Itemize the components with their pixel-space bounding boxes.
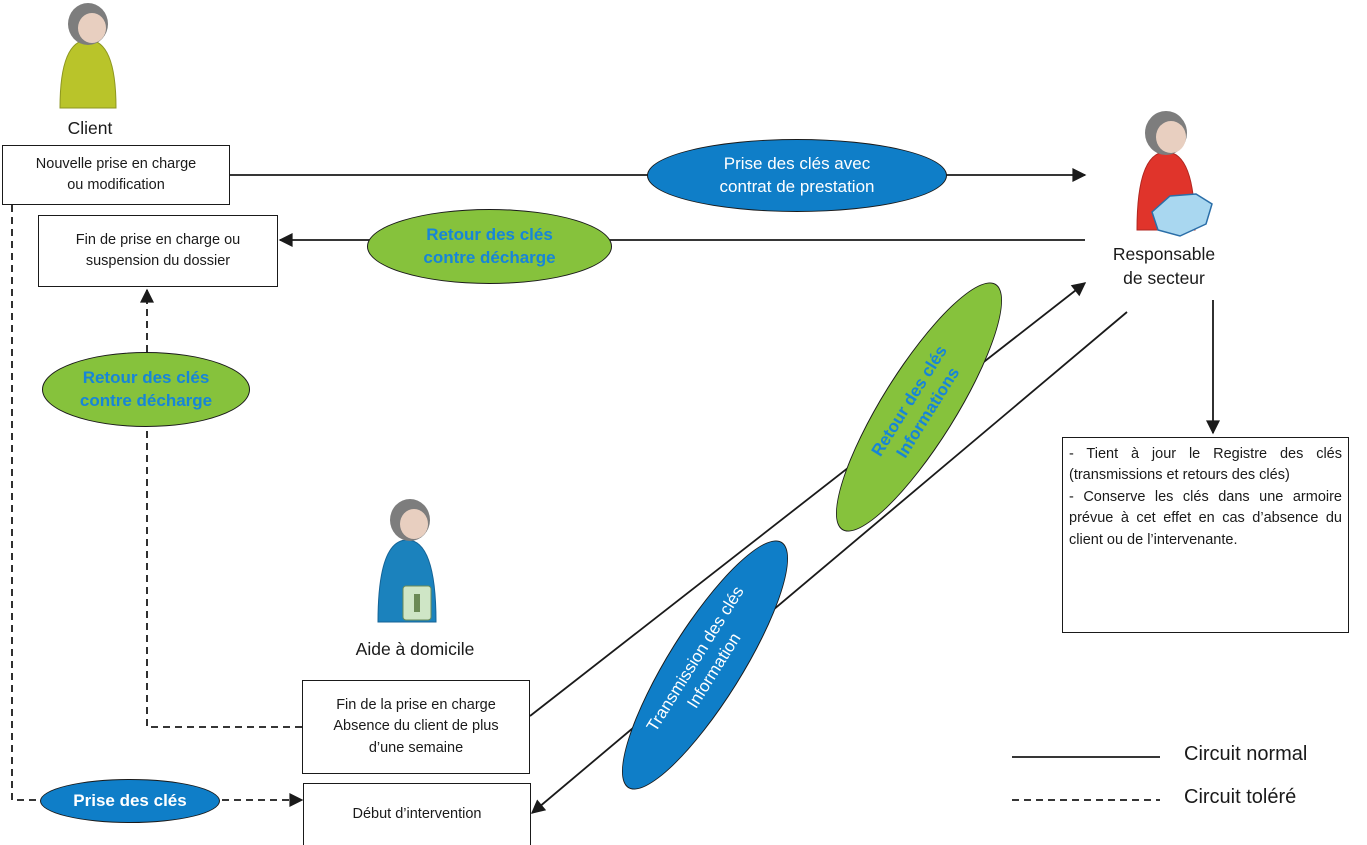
aide-label: Aide à domicile bbox=[355, 639, 475, 659]
line-fin-to-responsable bbox=[529, 282, 1087, 717]
responsable-label: Responsable de secteur bbox=[1112, 244, 1216, 288]
aide-figure-icon bbox=[377, 499, 437, 623]
nouvelle-prise-box: Nouvelle prise en charge ou modification bbox=[2, 145, 230, 205]
fin-la-prise-box: Fin de la prise en charge Absence du cli… bbox=[302, 680, 530, 774]
client-label: Client bbox=[67, 118, 113, 138]
fin-prise-box: Fin de prise en charge ou suspension du … bbox=[38, 215, 278, 287]
line-responsable-to-debut bbox=[530, 311, 1128, 814]
note-line-1: - Tient à jour le Registre des clés (tra… bbox=[1069, 446, 1342, 484]
line-client-dashed bbox=[11, 205, 42, 801]
registre-note: - Tient à jour le Registre des clés (tra… bbox=[1062, 437, 1349, 633]
line-fin-dashed bbox=[146, 420, 302, 728]
legend-tolere: Circuit toléré bbox=[1184, 786, 1297, 808]
retour-top-ellipse: Retour des clés contre décharge bbox=[367, 209, 612, 284]
note-line-2: - Conserve les clés dans une armoire pré… bbox=[1069, 488, 1342, 548]
prise-bottom-ellipse: Prise des clés bbox=[40, 779, 220, 823]
retour-left-ellipse: Retour des clés contre décharge bbox=[42, 352, 250, 427]
client-figure-icon bbox=[59, 3, 117, 109]
responsable-figure-icon bbox=[1136, 111, 1213, 237]
prise-contrat-ellipse: Prise des clés avec contrat de prestatio… bbox=[647, 139, 947, 212]
legend-normal: Circuit normal bbox=[1184, 743, 1308, 765]
debut-intervention-box: Début d’intervention bbox=[303, 783, 531, 845]
